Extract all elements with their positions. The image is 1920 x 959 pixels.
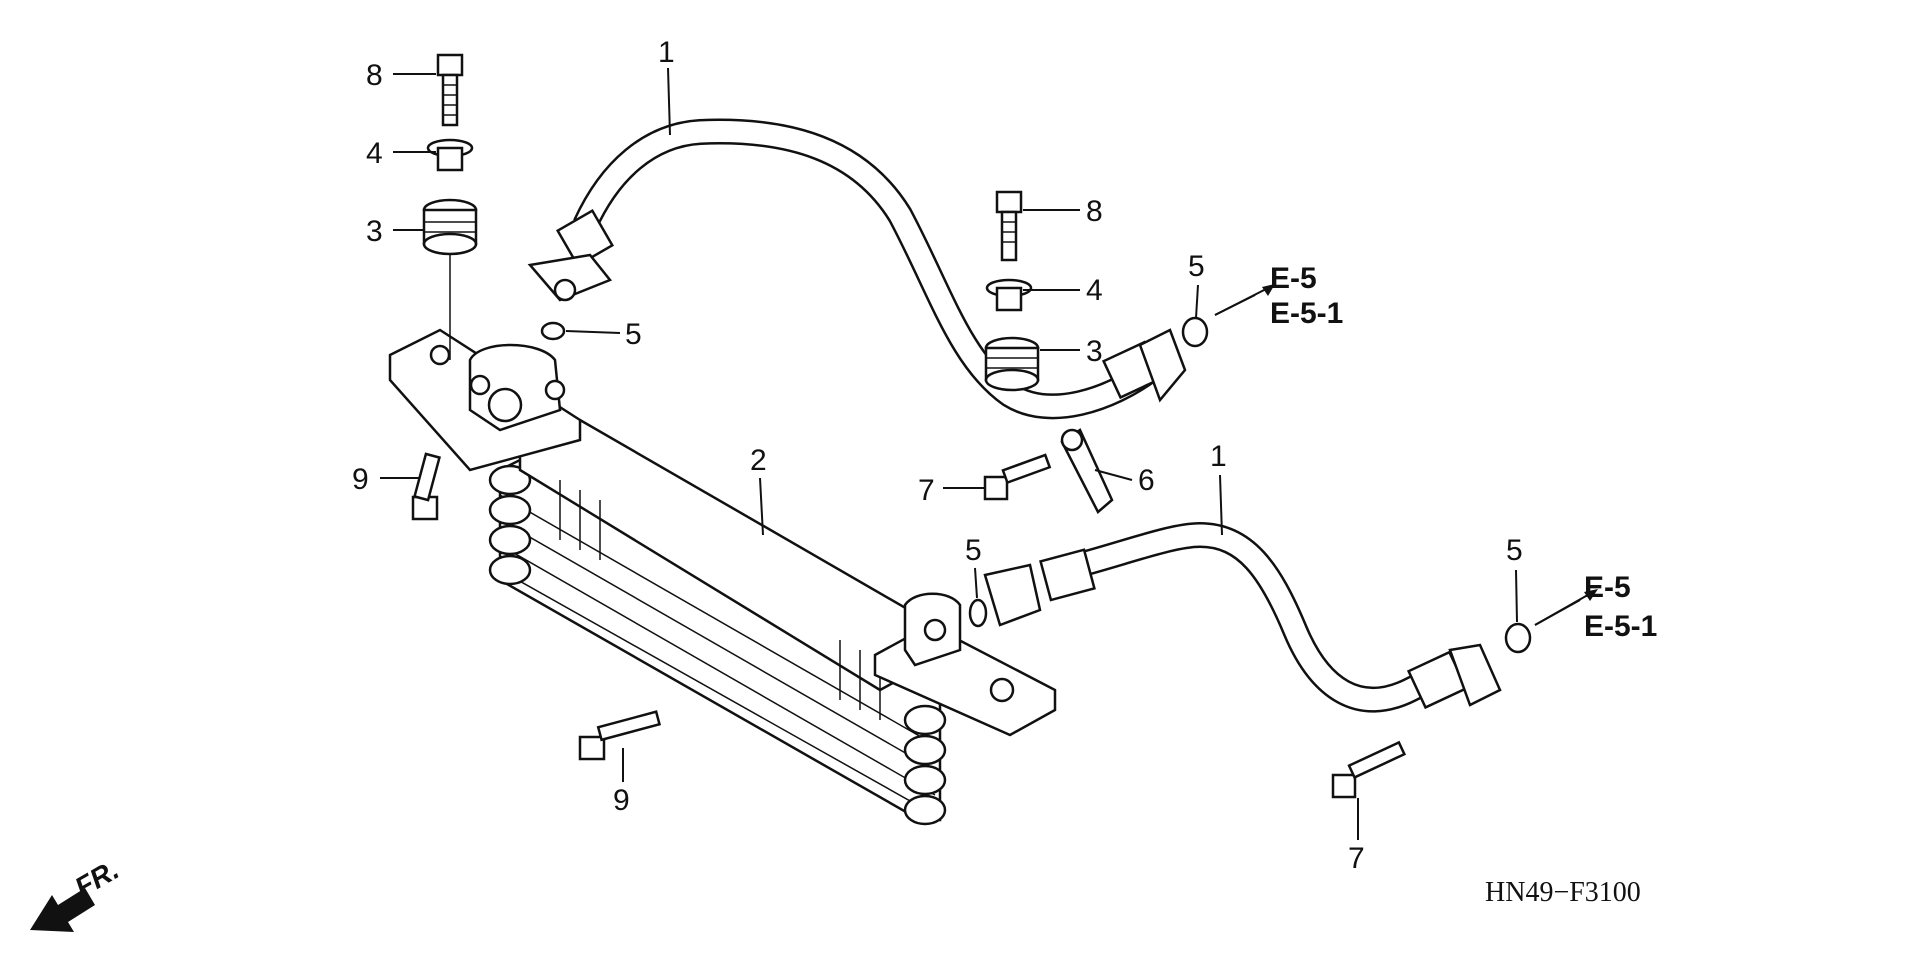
reference-upper-e5-1: E-5-1: [1270, 297, 1343, 330]
callout-5-lower-right: 5: [1506, 534, 1523, 567]
reference-lower-e5: E-5: [1584, 571, 1631, 604]
callout-1-upper: 1: [658, 36, 675, 69]
callout-7-lower: 7: [1348, 842, 1365, 875]
callout-4-right: 4: [1086, 274, 1103, 307]
callout-8-right: 8: [1086, 195, 1103, 228]
diagram-code: HN49−F3100: [1485, 877, 1641, 908]
hose-clamp: [1060, 428, 1114, 514]
callout-8-left: 8: [366, 59, 383, 92]
callout-3-right: 3: [1086, 335, 1103, 368]
upper-left-bracket: [388, 328, 582, 472]
reference-upper-e5: E-5: [1270, 262, 1317, 295]
bolts-9: [411, 452, 662, 761]
o-rings: [540, 316, 1532, 654]
callout-7-center: 7: [918, 474, 935, 507]
left-mount-stack: [422, 53, 478, 360]
upper-oil-hose: [527, 118, 1187, 420]
callout-9-lower: 9: [613, 784, 630, 817]
right-mount-stack: [984, 190, 1040, 392]
lower-right-bracket: [873, 592, 1057, 737]
oil-cooler: [488, 418, 947, 826]
callout-9-left: 9: [352, 463, 369, 496]
reference-arrows: [1214, 284, 1598, 626]
lower-oil-hose: [983, 521, 1502, 713]
callout-5-center: 5: [965, 534, 982, 567]
callout-3-left: 3: [366, 215, 383, 248]
front-direction-arrow: [30, 888, 95, 932]
callout-5-upper-right: 5: [1188, 250, 1205, 283]
callout-1-lower: 1: [1210, 440, 1227, 473]
callout-2: 2: [750, 444, 767, 477]
callout-5-left: 5: [625, 318, 642, 351]
callout-4-left: 4: [366, 137, 383, 170]
bolts-7: [983, 453, 1407, 799]
callout-6: 6: [1138, 464, 1155, 497]
reference-lower-e5-1: E-5-1: [1584, 610, 1657, 643]
